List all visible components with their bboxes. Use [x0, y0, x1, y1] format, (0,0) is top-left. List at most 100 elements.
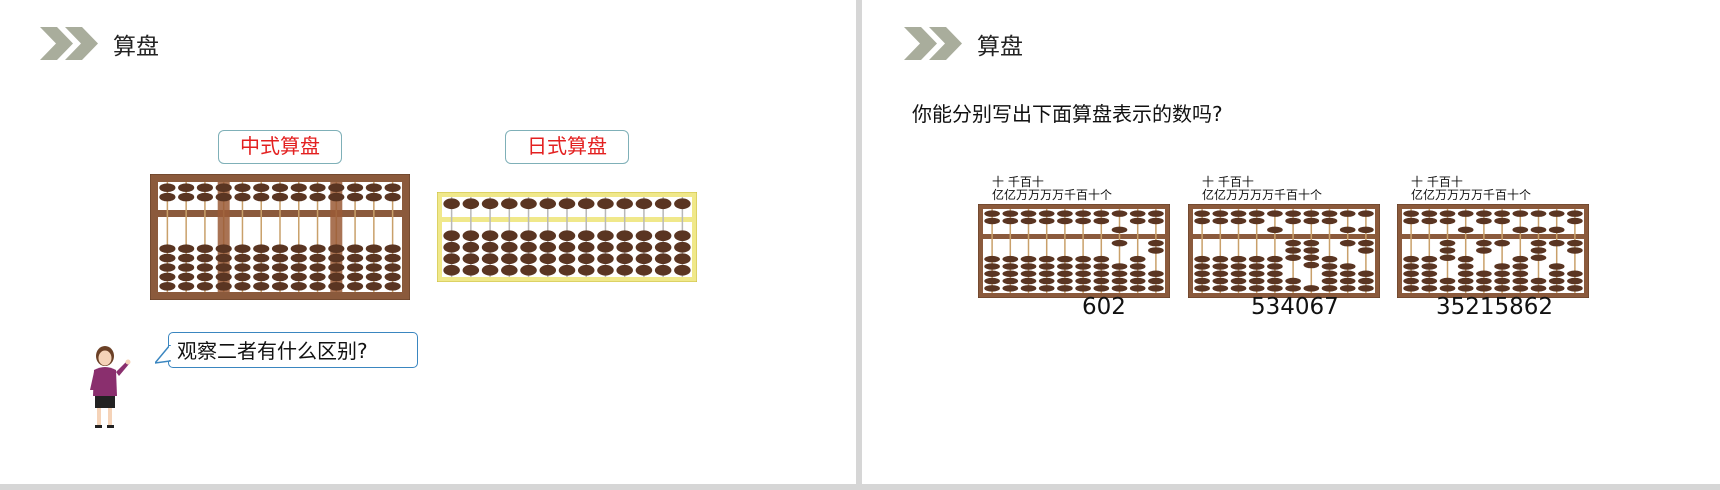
abacus-bead — [635, 241, 653, 253]
abacus-bead — [384, 263, 401, 272]
abacus-bead — [347, 192, 364, 202]
abacus-bead — [1339, 285, 1356, 292]
chevron-double-icon — [904, 27, 962, 60]
abacus-bead — [234, 272, 251, 282]
abacus-bead — [347, 183, 364, 192]
abacus-bead — [616, 264, 633, 276]
abacus-bead — [1057, 285, 1073, 292]
abacus-bead — [1212, 263, 1229, 270]
abacus-bead — [635, 264, 653, 276]
abacus-bead — [1093, 210, 1110, 217]
abacus-bead — [1148, 277, 1164, 285]
abacus-bead — [1230, 285, 1247, 292]
abacus-bead — [196, 244, 213, 253]
abacus-bead — [597, 230, 614, 242]
abacus-bead — [1038, 210, 1055, 217]
abacus-bead — [577, 264, 595, 276]
abacus-bead — [159, 244, 176, 253]
abacus-bead — [1494, 263, 1510, 270]
slide-abacus-reading: 算盘 你能分别写出下面算盘表示的数吗? 十 千百十 亿亿万万万万千百十个 602… — [862, 0, 1720, 484]
abacus-bead — [1212, 285, 1229, 292]
abacus-bead — [1548, 210, 1565, 217]
abacus-bead — [290, 183, 307, 192]
abacus-bead — [1512, 255, 1529, 263]
abacus-bead — [481, 241, 499, 253]
abacus-bead — [309, 263, 326, 272]
abacus-bead — [1321, 270, 1338, 277]
abacus-number: 534067 — [1251, 294, 1339, 320]
abacus-bead — [1212, 217, 1229, 225]
abacus-bead — [1075, 277, 1091, 285]
abacus-bead — [1020, 285, 1037, 292]
abacus-bead — [328, 192, 345, 202]
abacus-bead — [1476, 277, 1492, 285]
abacus-bead — [1303, 261, 1320, 269]
place-labels-bottom: 亿亿万万万万千百十个 — [1202, 188, 1323, 202]
abacus-bead — [1567, 239, 1583, 247]
abacus-bead — [1476, 217, 1492, 225]
abacus-bead — [462, 241, 480, 253]
abacus-bead — [1093, 285, 1110, 292]
abacus-bead — [215, 253, 232, 263]
abacus-bead — [577, 241, 595, 253]
abacus-bead — [1321, 255, 1338, 263]
abacus-bead — [1548, 277, 1565, 285]
abacus-bead — [443, 241, 460, 253]
abacus-bead — [1548, 270, 1565, 277]
abacus-bead — [1439, 210, 1456, 217]
slide-title: 算盘 — [977, 34, 1023, 60]
abacus-bead — [1148, 217, 1164, 225]
abacus-bead — [347, 244, 364, 253]
abacus-bead — [1548, 263, 1565, 270]
teacher-figure-icon — [90, 346, 131, 428]
abacus-bead — [1248, 255, 1265, 263]
abacus-bead — [1439, 217, 1456, 225]
abacus-bead — [462, 264, 480, 276]
abacus-bead — [1075, 263, 1091, 270]
abacus-bead — [309, 282, 326, 291]
abacus-bead — [347, 253, 364, 263]
abacus-beam — [983, 234, 1165, 239]
abacus-bead — [635, 230, 653, 242]
abacus-bead — [1075, 270, 1091, 277]
abacus-bead — [1093, 277, 1110, 285]
abacus-bead — [558, 264, 576, 276]
abacus-bead — [159, 192, 176, 202]
abacus-bead — [1194, 217, 1210, 225]
abacus-bead — [1038, 277, 1055, 285]
abacus-602 — [978, 204, 1170, 298]
abacus-bead — [1403, 217, 1419, 225]
abacus-bead — [1476, 239, 1492, 247]
abacus-bead — [597, 253, 614, 265]
abacus-bead — [984, 270, 1000, 277]
abacus-bead — [253, 253, 270, 263]
abacus-bead — [1303, 254, 1320, 261]
abacus-bead — [1339, 210, 1356, 217]
abacus-bead — [558, 241, 576, 253]
abacus-bead — [1494, 277, 1510, 285]
abacus-bead — [1339, 270, 1356, 277]
abacus-bead — [1285, 210, 1301, 217]
abacus-bead — [1358, 285, 1374, 292]
abacus-bead — [1075, 285, 1091, 292]
abacus-bead — [539, 230, 557, 242]
abacus-bead — [1494, 285, 1510, 292]
abacus-bead — [1129, 263, 1146, 270]
abacus-bead — [1020, 270, 1037, 277]
abacus-bead — [1567, 277, 1583, 285]
abacus-bead — [481, 253, 499, 265]
abacus-bead — [1194, 285, 1210, 292]
abacus-bead — [674, 198, 691, 210]
abacus-bead — [481, 198, 499, 210]
abacus-bead — [635, 253, 653, 265]
abacus-bead — [1111, 285, 1128, 292]
abacus-bead — [1512, 285, 1529, 292]
chinese-abacus — [150, 174, 410, 300]
abacus-bead — [309, 244, 326, 253]
abacus-bead — [1248, 277, 1265, 285]
abacus-bead — [328, 272, 345, 282]
abacus-bead — [501, 230, 518, 242]
abacus-bead — [1303, 247, 1320, 254]
abacus-bead — [215, 263, 232, 272]
abacus-bead — [443, 264, 460, 276]
